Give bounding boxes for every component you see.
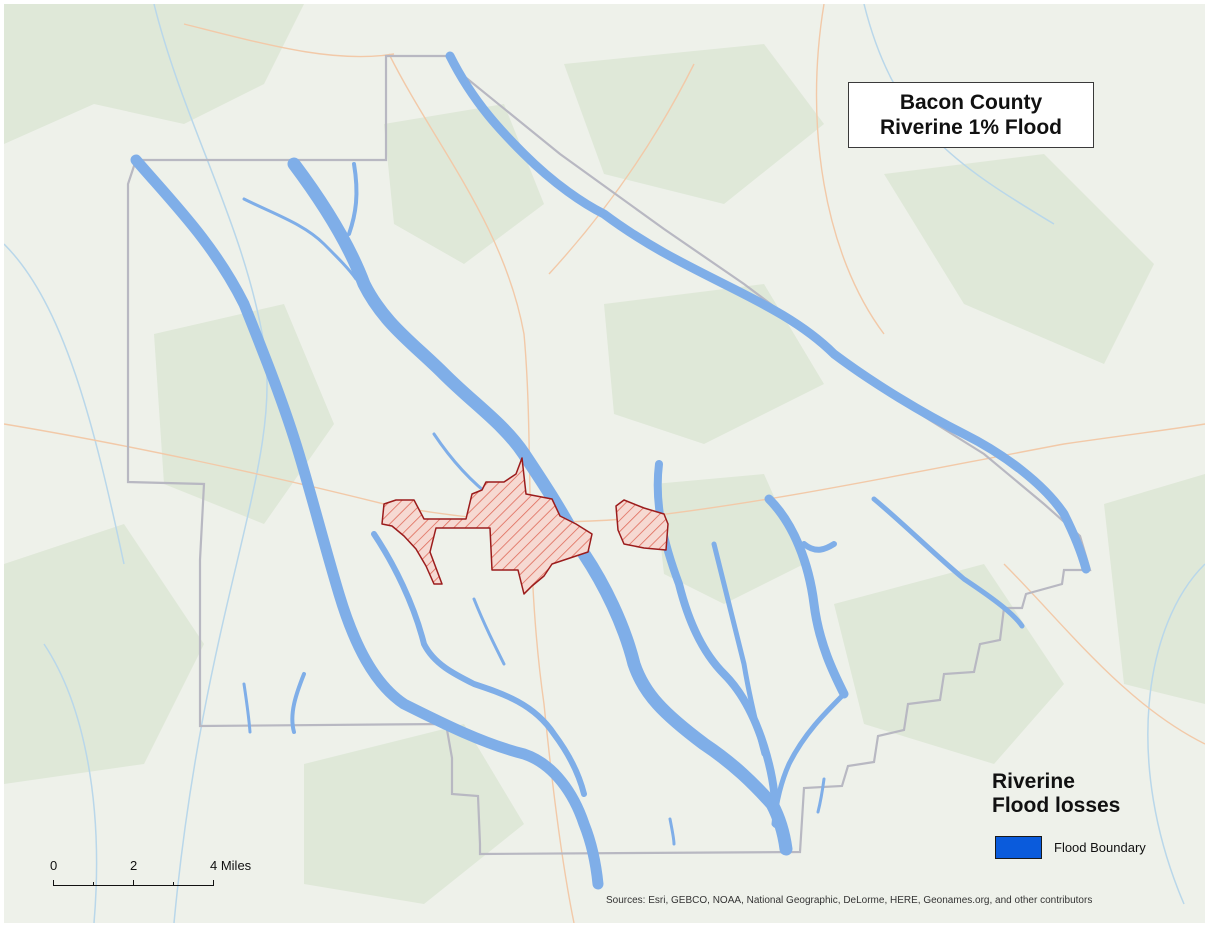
legend-title-line-2: Flood losses (992, 794, 1121, 817)
scale-label-4-miles: 4 Miles (210, 858, 252, 873)
city-limits (381, 457, 669, 595)
map-credits: Sources: Esri, GEBCO, NOAA, National Geo… (606, 895, 1093, 906)
legend-title: Riverine Flood losses (992, 770, 1120, 818)
map-canvas[interactable] (4, 4, 1205, 923)
legend-label-flood-boundary: Flood Boundary (1054, 840, 1146, 855)
scale-label-0: 0 (50, 858, 58, 873)
map-title-line-2: Riverine 1% Flood (879, 116, 1063, 139)
legend-title-line-1: Riverine (992, 770, 1075, 793)
scale-tick (53, 880, 54, 886)
map-frame[interactable]: Bacon County Riverine 1% Flood Riverine … (4, 4, 1205, 923)
county-boundary (126, 54, 1092, 856)
scale-tick (133, 880, 134, 886)
scale-label-2: 2 (130, 858, 138, 873)
scale-tick (173, 882, 174, 886)
scale-bar: 0 2 4 Miles (46, 858, 251, 888)
legend-swatch-flood-boundary (995, 836, 1042, 859)
legend-item-flood-boundary: Flood Boundary (995, 836, 1146, 859)
scale-tick (213, 880, 214, 886)
map-title-line-1: Bacon County (899, 91, 1043, 114)
map-title-box: Bacon County Riverine 1% Flood (848, 82, 1094, 148)
scale-tick (93, 882, 94, 886)
city-hatch-pattern (381, 457, 593, 595)
